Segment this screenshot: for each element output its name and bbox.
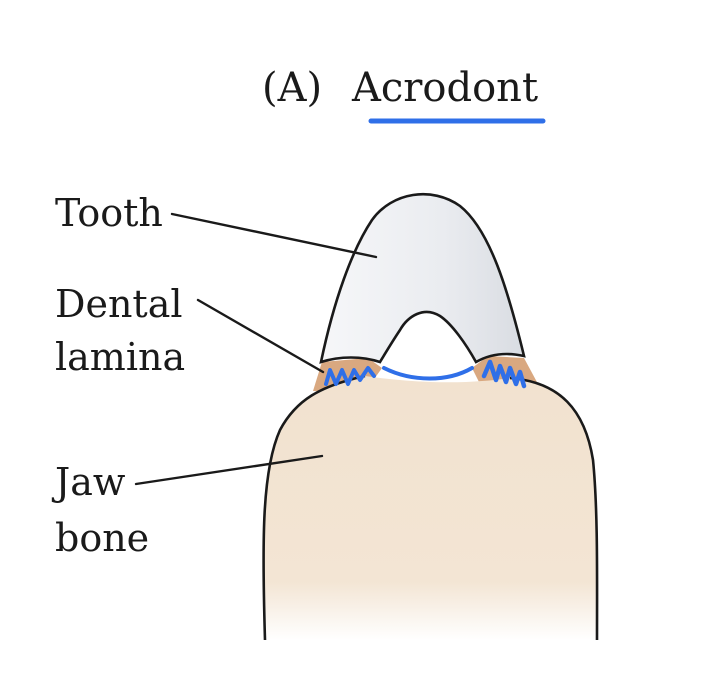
leader-jaw-bone xyxy=(134,454,324,486)
jaw-bone-shape xyxy=(263,376,598,640)
label-tooth: Tooth xyxy=(55,191,163,235)
label-dental-lamina-line1: Dental xyxy=(55,282,183,326)
tooth-base-blue-line xyxy=(382,366,474,381)
leader-dental-lamina xyxy=(196,298,325,374)
jaw-bone-outline xyxy=(262,374,366,641)
tooth-shape xyxy=(319,193,526,364)
label-jaw-bone-line2: bone xyxy=(55,516,149,560)
label-dental-lamina-line2: lamina xyxy=(55,335,185,379)
label-jaw-bone-line1: Jaw xyxy=(51,460,126,504)
title-letter: (A) xyxy=(262,65,322,111)
title-term: Acrodont xyxy=(351,65,538,111)
leader-tooth xyxy=(170,212,378,259)
jaw-bone-outline-right xyxy=(509,376,599,641)
attachment-squiggle-left xyxy=(324,366,376,386)
attachment-squiggle-right xyxy=(481,359,527,389)
